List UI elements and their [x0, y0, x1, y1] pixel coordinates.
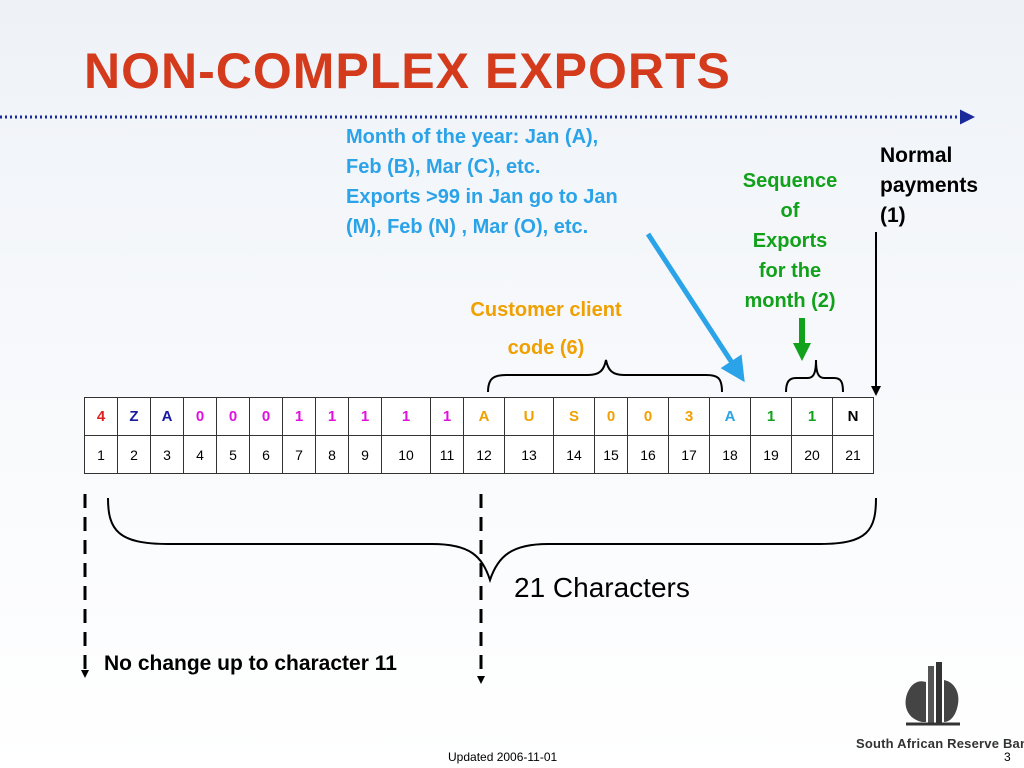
character-cell: 1 — [750, 397, 792, 436]
sequence-note-line: Sequence — [742, 170, 838, 192]
position-cell: 15 — [594, 435, 628, 474]
character-cell: 0 — [183, 397, 217, 436]
characters-label: 21 Characters — [514, 572, 690, 603]
sequence-note: Sequence of Exports for the month (2) — [722, 166, 858, 316]
month-arrow — [645, 232, 745, 383]
no-change-label: No change up to character 11 — [104, 652, 397, 675]
logo-text: South African Reserve Bank — [856, 736, 1024, 751]
slide-title: NON-COMPLEX EXPORTS — [84, 43, 731, 99]
character-cell: 4 — [84, 397, 118, 436]
character-cell: 0 — [594, 397, 628, 436]
characters-brace — [107, 497, 877, 584]
character-cell: A — [150, 397, 184, 436]
normal-payments-note: Normal payments (1) — [880, 141, 978, 231]
character-cell: 1 — [348, 397, 382, 436]
sequence-note-line: of — [780, 200, 800, 222]
character-cell: 0 — [249, 397, 283, 436]
position-cell: 10 — [381, 435, 431, 474]
character-cell: 1 — [282, 397, 316, 436]
sequence-brace — [785, 359, 844, 393]
mid-dashed-arrowhead — [477, 676, 485, 684]
character-cell: N — [832, 397, 874, 436]
position-cell: 3 — [150, 435, 184, 474]
month-note: Month of the year: Jan (A), Feb (B), Mar… — [346, 122, 618, 242]
customer-code-note: Customer client code (6) — [436, 296, 656, 362]
month-note-line: Month of the year: Jan (A), — [346, 126, 599, 148]
customer-note-line: code (6) — [507, 337, 585, 359]
character-cell: 1 — [791, 397, 833, 436]
month-note-line: Feb (B), Mar (C), etc. — [346, 156, 541, 178]
position-cell: 8 — [315, 435, 349, 474]
position-cell: 18 — [709, 435, 751, 474]
position-cell: 7 — [282, 435, 316, 474]
sequence-note-line: Exports — [752, 230, 828, 252]
sequence-note-line: month (2) — [744, 290, 836, 312]
position-cell: 19 — [750, 435, 792, 474]
normal-note-line: payments — [880, 174, 979, 197]
character-cell: U — [504, 397, 554, 436]
left-dashed-arrowhead — [81, 670, 89, 678]
position-cell: 4 — [183, 435, 217, 474]
character-cell: A — [463, 397, 505, 436]
sarb-logo — [905, 662, 960, 726]
character-cell: A — [709, 397, 751, 436]
position-cell: 17 — [668, 435, 710, 474]
position-cell: 12 — [463, 435, 505, 474]
month-note-line: (M), Feb (N) , Mar (O), etc. — [346, 216, 589, 238]
customer-code-brace — [487, 359, 723, 393]
position-cell: 20 — [791, 435, 833, 474]
position-cell: 9 — [348, 435, 382, 474]
position-cell: 5 — [216, 435, 250, 474]
position-cell: 16 — [627, 435, 669, 474]
character-cell: 1 — [430, 397, 464, 436]
position-cell: 2 — [117, 435, 151, 474]
sequence-note-line: for the — [758, 260, 822, 282]
character-cell: 0 — [627, 397, 669, 436]
character-cell: 1 — [315, 397, 349, 436]
character-cell: 3 — [668, 397, 710, 436]
customer-note-line: Customer client — [470, 299, 622, 321]
normal-note-line: (1) — [880, 204, 906, 227]
character-cell: Z — [117, 397, 151, 436]
month-note-line: Exports >99 in Jan go to Jan — [346, 186, 618, 208]
position-cell: 14 — [553, 435, 595, 474]
character-cell: 0 — [216, 397, 250, 436]
footer-updated: Updated 2006-11-01 — [448, 750, 558, 764]
position-cell: 13 — [504, 435, 554, 474]
position-cell: 6 — [249, 435, 283, 474]
normal-note-line: Normal — [880, 144, 953, 167]
character-cell: S — [553, 397, 595, 436]
position-cell: 11 — [430, 435, 464, 474]
position-cell: 21 — [832, 435, 874, 474]
page-number: 3 — [1004, 750, 1011, 764]
position-cell: 1 — [84, 435, 118, 474]
character-cell: 1 — [381, 397, 431, 436]
